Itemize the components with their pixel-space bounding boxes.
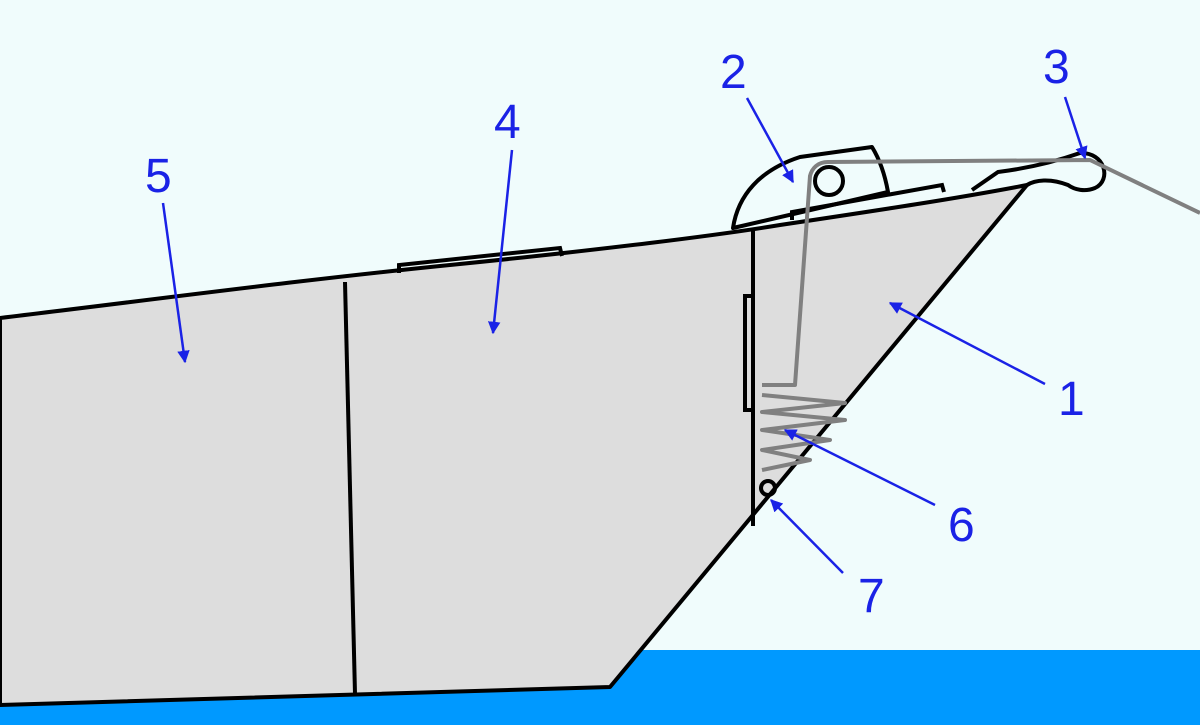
arrow-3 — [1063, 96, 1088, 160]
arrow-6 — [783, 428, 936, 507]
label-6: 6 — [948, 499, 975, 552]
deck-plate-right — [790, 182, 946, 220]
label-4: 4 — [494, 96, 521, 149]
hull — [0, 183, 1029, 707]
label-5: 5 — [145, 150, 172, 203]
label-1: 1 — [1058, 373, 1085, 426]
pivot-pin — [759, 479, 777, 497]
spring — [760, 393, 847, 472]
deck-fitting-housing — [731, 145, 890, 230]
arrow-5 — [161, 202, 190, 364]
arrow-1 — [888, 301, 1046, 386]
label-2: 2 — [720, 46, 747, 99]
bulkhead-plate — [743, 294, 753, 412]
pulley-wheel — [813, 165, 845, 197]
arrow-4 — [487, 149, 514, 335]
bulkhead-aft — [343, 281, 357, 695]
arrow-2 — [745, 97, 795, 184]
label-3: 3 — [1043, 41, 1070, 94]
deck-plate-left — [397, 245, 564, 273]
anchor-cable — [762, 158, 1200, 387]
arrow-7 — [770, 499, 844, 574]
label-7: 7 — [858, 570, 885, 623]
bow-roller — [970, 150, 1107, 193]
